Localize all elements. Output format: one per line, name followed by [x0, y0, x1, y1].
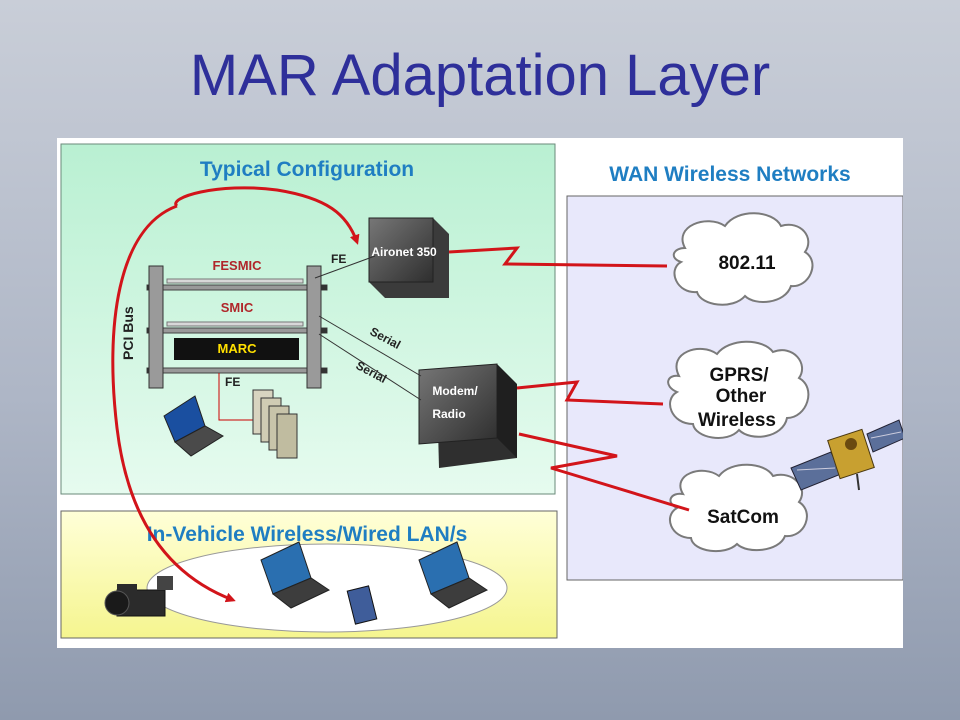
- serial-link-2: [318, 333, 422, 401]
- network-diagram: Typical Configuration WAN Wireless Netwo…: [57, 138, 903, 648]
- card-fesmic: FESMIC: [212, 258, 262, 273]
- pci-bus-label: PCI Bus: [120, 306, 136, 360]
- lan-heading: In-Vehicle Wireless/Wired LAN/s: [147, 523, 468, 546]
- link-fe-top: FE: [331, 252, 346, 266]
- server-stack-icon: [252, 389, 298, 459]
- camcorder-icon: [104, 576, 173, 617]
- serial-link-1: [318, 315, 422, 377]
- wireless-link-satcom: [518, 432, 690, 512]
- satellite-icon: [790, 419, 903, 491]
- link-fe-bottom: FE: [225, 375, 240, 389]
- typical-configuration-heading: Typical Configuration: [200, 158, 414, 181]
- cloud-gprs-line1: GPRS/: [709, 365, 769, 386]
- cloud-80211-label: 802.11: [718, 253, 775, 274]
- pci-chassis: PCI Bus FESMIC SMIC MARC FE: [120, 258, 328, 421]
- aironet-device: Aironet 350: [368, 217, 449, 298]
- card-marc: MARC: [218, 341, 258, 356]
- marc-card: [174, 338, 299, 360]
- chassis-rails: [146, 265, 328, 389]
- laptop-lan-1-icon: [260, 541, 331, 609]
- cloud-satcom: SatCom: [669, 463, 808, 553]
- laptop-lan-2-icon: [418, 541, 489, 609]
- cloud-gprs-line2: Other: [716, 386, 767, 407]
- wan-heading: WAN Wireless Networks: [609, 163, 850, 186]
- cloud-80211: 802.11: [672, 212, 814, 306]
- wireless-link-gprs: [516, 380, 664, 406]
- fe-link: [314, 255, 376, 279]
- cloud-gprs-line3: Wireless: [698, 410, 776, 431]
- card-smic: SMIC: [221, 300, 254, 315]
- modem-label-line1: Modem/: [432, 384, 478, 398]
- laptop-icon: [163, 395, 224, 457]
- pda-icon: [346, 585, 378, 625]
- arrow-to-vehicle-lan: [111, 204, 236, 603]
- wireless-link-80211: [448, 246, 668, 268]
- cloud-gprs: GPRS/ Other Wireless: [667, 340, 810, 439]
- slide-title: MAR Adaptation Layer: [189, 43, 771, 108]
- cloud-satcom-label: SatCom: [707, 507, 779, 528]
- modem-radio-device: Modem/ Radio: [418, 363, 517, 468]
- arrow-to-aironet: [174, 186, 360, 245]
- modem-label-line2: Radio: [432, 407, 465, 421]
- router-label: Aironet 350: [371, 245, 437, 259]
